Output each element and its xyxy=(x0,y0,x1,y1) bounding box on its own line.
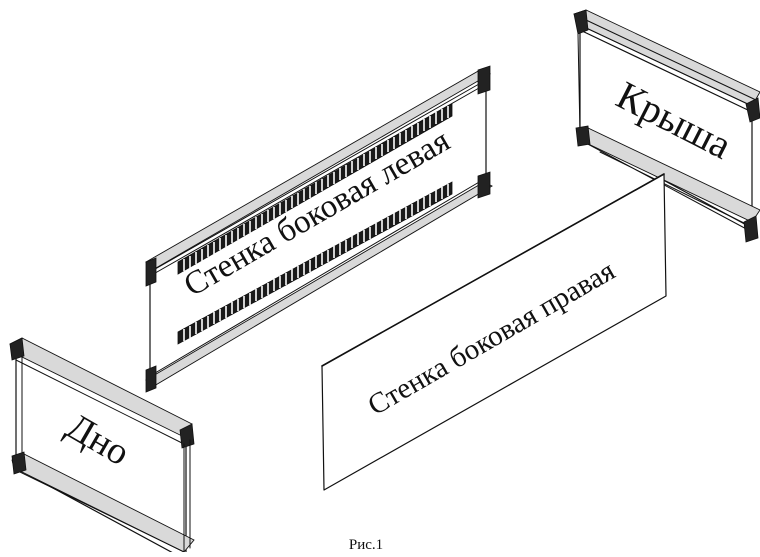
roof-bottom-end-right xyxy=(743,215,759,243)
roof-beam-end-right xyxy=(745,97,760,123)
bottom-bottom-end-left xyxy=(11,451,27,475)
left-wall-post-bottom-right xyxy=(477,171,491,199)
roof-part: Крыша xyxy=(573,9,760,243)
left-wall-post-bottom-left xyxy=(145,365,157,393)
left-wall-perforation-upper xyxy=(177,103,453,275)
bottom-part: Дно xyxy=(9,337,195,557)
bottom-beam-end-left xyxy=(9,337,25,361)
right-wall-part: Стенка боковая правая xyxy=(321,173,667,491)
left-wall-perforation-lower xyxy=(177,181,453,345)
left-wall-post-top-left xyxy=(145,257,157,287)
roof-beam-end-left xyxy=(573,9,589,35)
roof-bottom-end-left xyxy=(575,125,591,147)
left-wall-post-top-right xyxy=(477,65,491,95)
figure-caption: Рис.1 xyxy=(349,537,383,552)
